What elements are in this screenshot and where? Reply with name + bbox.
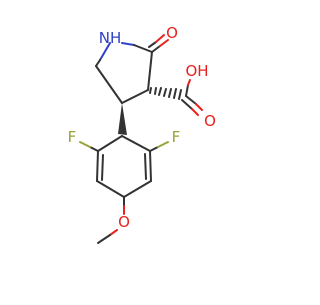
- hash-6: [173, 88, 177, 99]
- bond-ar5-ar6: [149, 150, 152, 182]
- molecule-svg: NH O OH O F F O: [68, 24, 216, 244]
- bond-ar4-ar5: [123, 180, 152, 198]
- ketone-oxygen-label: O: [166, 24, 178, 42]
- bond-c4-c3: [121, 89, 149, 104]
- bond-ar2-ar3: [96, 150, 99, 182]
- bond-n-ch2-tail: [95, 59, 101, 67]
- bond-ar2-f: [89, 146, 99, 152]
- hash-4: [163, 88, 167, 97]
- bond-ar2-f-green: [79, 141, 91, 148]
- bond-ch2-c4: [95, 65, 123, 104]
- bond-n-c2-tail: [133, 44, 153, 53]
- bond-o-ch3: [97, 234, 111, 244]
- structure-diagram: NH O OH O F F O: [68, 24, 216, 244]
- bond-n-ch2: [99, 42, 111, 61]
- hash-7: [178, 89, 182, 100]
- bond-cooh-o-red: [195, 103, 203, 111]
- hash-2: [154, 87, 157, 95]
- bond-o-ch3-red: [109, 229, 118, 236]
- methoxy-oxygen-label: O: [118, 213, 130, 231]
- bond-ar1-ar2: [97, 135, 123, 152]
- bond-cooh-oh-red: [187, 79, 191, 86]
- bond-ar6-f: [149, 146, 159, 152]
- solid-wedge-c4: [118, 103, 127, 135]
- hash-1: [149, 87, 152, 94]
- bond-ar6-ar1: [121, 135, 151, 152]
- benzene-ring: [96, 135, 152, 198]
- fluorine-left-label: F: [68, 128, 77, 146]
- bond-cooh-o: [185, 95, 197, 105]
- bond-cooh-o-double-red: [191, 108, 199, 116]
- bond-c2-o-double: [148, 41, 157, 48]
- bond-n-c2: [121, 42, 135, 46]
- bond-c3-c2: [147, 51, 153, 91]
- bond-c2-o-double-red: [155, 34, 165, 43]
- fluorine-bonds: [79, 141, 169, 152]
- bond-c2-o-red: [159, 39, 169, 47]
- hydroxyl-label: OH: [185, 62, 208, 80]
- bond-ar2-ar3-inner: [101, 154, 104, 181]
- pyrrolidinone-ring: [95, 42, 153, 104]
- bond-ar6-f-green: [157, 141, 169, 148]
- bond-c2-o: [151, 45, 161, 53]
- fluorine-right-label: F: [172, 128, 181, 146]
- carboxylic-acid: [181, 79, 203, 116]
- hash-5: [168, 88, 172, 98]
- bond-cooh-o-double: [181, 99, 193, 110]
- acid-oxygen-label: O: [204, 112, 216, 130]
- methoxy-group: [97, 196, 125, 244]
- ketone-group: [148, 34, 169, 53]
- hashed-wedge-c3: [149, 87, 182, 100]
- bond-cooh-oh: [185, 84, 189, 97]
- bond-ar3-ar4: [96, 180, 125, 198]
- hash-3: [158, 87, 162, 96]
- bond-ar5-ar6-inner: [144, 153, 147, 180]
- nh-label: NH: [99, 29, 122, 47]
